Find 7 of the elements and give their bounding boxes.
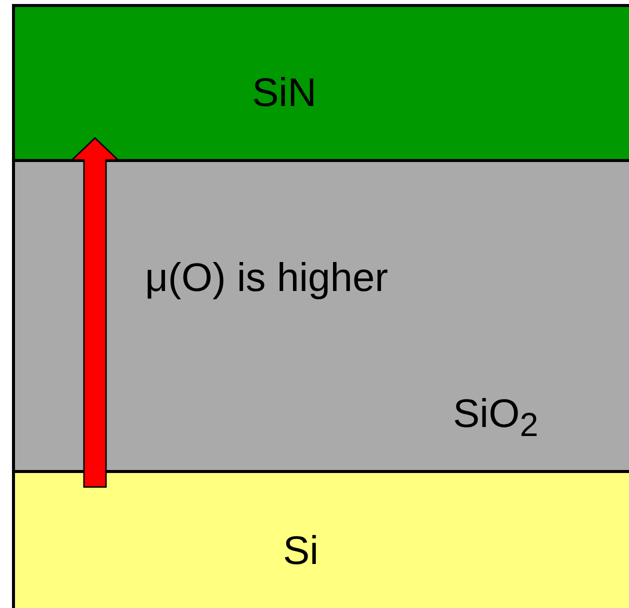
nitride-layer [12, 4, 629, 162]
layer-label: SiN [252, 73, 316, 113]
annotation-text: μ(O) is higher [145, 258, 388, 298]
substrate-layer [12, 470, 629, 608]
layer-label: Si [283, 531, 319, 571]
oxide-layer [12, 159, 629, 473]
layer-label: SiO$_{2}$ [453, 394, 538, 442]
